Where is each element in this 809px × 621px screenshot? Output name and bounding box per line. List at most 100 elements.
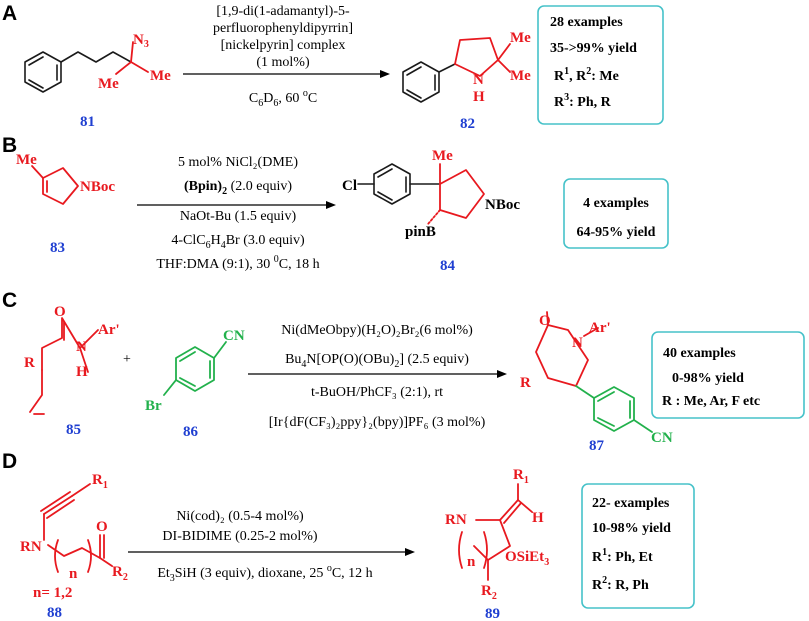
methyl-label: Me — [432, 148, 453, 164]
panel-a: A N3 Me Me 81 [1,9-di(1-adamantyl)-5- pe… — [2, 2, 664, 132]
scope-box-c — [651, 331, 805, 419]
compound-number-84: 84 — [440, 258, 456, 274]
aromatic-bond — [28, 79, 44, 89]
arrowhead-c — [497, 370, 507, 378]
panel-d-product-structure — [458, 483, 533, 581]
scope-substituents: R1, R2: Me — [554, 66, 619, 84]
condition-line: THF:DMA (9:1), 30 0C, 18 h — [156, 254, 319, 272]
aromatic-bond — [597, 417, 615, 427]
condition-line: [nickelpyrin] complex — [221, 38, 346, 53]
r-group-label: R — [24, 355, 35, 371]
hydrogen-label: H — [532, 510, 544, 526]
n-label: n — [69, 566, 78, 582]
chloro-label: Cl — [342, 178, 357, 194]
n-equals-label: n= 1,2 — [33, 585, 72, 601]
benzonitrile-ring-86 — [175, 346, 215, 392]
condition-line: perfluorophenyldipyrrin] — [213, 21, 353, 36]
nitrogen-label: N — [473, 72, 484, 88]
pinb-label: pinB — [405, 224, 436, 240]
condition-line: (1 mol%) — [256, 55, 310, 70]
alkyne-bond — [71, 483, 91, 497]
r1-label: R1 — [92, 472, 108, 491]
hydrogen-label: H — [76, 364, 88, 380]
aryl-bond — [79, 329, 99, 349]
condition-line: Ni(dMeObpy)(H₂O)₂Br₂(6 mol%) — [281, 323, 473, 338]
nitrogen-label: N — [76, 339, 87, 355]
pyrrolidine-ring-82 — [454, 37, 499, 77]
boryl-bond — [427, 209, 441, 225]
aromatic-bond — [406, 66, 422, 76]
oxygen-label: O — [539, 313, 551, 329]
scope-substituents: R : Me, Ar, F etc — [662, 394, 760, 409]
nitrile-label: CN — [223, 328, 245, 344]
bracket — [54, 539, 59, 573]
scope-yield: 64-95% yield — [577, 225, 656, 240]
bromo-bond — [163, 379, 177, 396]
scope-substituents: R1: Ph, Et — [592, 547, 653, 565]
bracket — [483, 531, 488, 569]
amide-chain-85 — [41, 317, 89, 373]
exocyclic-alkene — [499, 499, 519, 521]
panel-a-reactant-structure — [24, 41, 149, 93]
aryl-label: Ar' — [98, 322, 120, 338]
nboc-label: NBoc — [80, 179, 115, 195]
condition-line: Bu4N[OP(O)(OBu)2] (2.5 equiv) — [285, 352, 469, 370]
methyl-bond — [497, 43, 511, 61]
scope-examples: 28 examples — [550, 15, 623, 30]
methyl-bond — [115, 61, 132, 75]
condition-line: t-BuOH/PhCF₃ (2:1), rt — [311, 385, 443, 400]
compound-number-85: 85 — [66, 422, 81, 438]
arrowhead-b — [326, 201, 336, 209]
dihydropyrrole-ring-83 — [42, 167, 79, 205]
condition-line: 5 mol% NiCl₂(DME) — [178, 155, 298, 170]
chlorophenyl-ring-84 — [373, 163, 411, 205]
panel-b-product-structure — [357, 163, 485, 225]
aromatic-bond — [597, 391, 615, 402]
heterocycle-ring-89 — [473, 519, 511, 561]
allyl-chain-85 — [29, 369, 43, 413]
hydrogen-label: H — [473, 89, 485, 105]
panel-c-reactant-1-structure — [29, 317, 99, 415]
scope-box-d — [581, 483, 695, 609]
condition-line: 4-ClC6H4Br (3.0 equiv) — [171, 233, 305, 251]
methyl-bond — [130, 61, 149, 73]
alkyne-bond — [46, 499, 75, 519]
scope-examples: 22- examples — [592, 496, 670, 511]
nitrogen-label: N — [572, 335, 583, 351]
r2-label: R2 — [112, 564, 128, 583]
condition-line: Et3SiH (3 equiv), dioxane, 25 oC, 12 h — [157, 563, 372, 584]
panel-c-reactant-2-structure — [163, 341, 227, 396]
aryl-label: Ar' — [589, 320, 611, 336]
aryl-bond — [583, 327, 599, 337]
methyl-label: Me — [510, 68, 531, 84]
bromo-label: Br — [145, 398, 162, 414]
aromatic-bond — [406, 89, 422, 99]
compound-number-82: 82 — [460, 116, 475, 132]
alkyne-bond — [43, 495, 73, 515]
pyrrolidine-ring-84 — [439, 169, 485, 219]
condition-line: DI-BIDIME (0.25-2 mol%) — [162, 529, 317, 544]
scope-box-b — [563, 178, 669, 249]
panel-d-letter: D — [2, 450, 17, 473]
aromatic-bond — [377, 191, 393, 201]
r1-label: R1 — [513, 467, 529, 486]
arrowhead-d — [405, 548, 415, 556]
r-group-label: R — [520, 375, 531, 391]
condition-line: Ni(cod)₂ (0.5-4 mol%) — [176, 509, 304, 524]
oxygen-label: O — [54, 304, 66, 320]
panel-b-reactant-structure — [31, 165, 79, 205]
benzene-ring-81 — [24, 51, 62, 93]
exocyclic-alkene — [503, 502, 522, 524]
benzyl-bond — [575, 385, 595, 399]
scope-substituents: R3: Ph, R — [554, 92, 612, 110]
scope-substituents: R2: R, Ph — [592, 575, 649, 593]
benzonitrile-ring-87 — [593, 386, 635, 432]
panel-b-letter: B — [2, 134, 17, 157]
panel-c: C O N H Ar' R 85 + CN Br 86 Ni(dMeObpy)(… — [2, 289, 805, 454]
scope-examples: 4 examples — [583, 196, 649, 211]
condition-line: NaOt-Bu (1.5 equiv) — [180, 209, 297, 224]
nitrile-bond — [213, 341, 227, 359]
plus-sign: + — [123, 352, 131, 367]
nitrile-label: CN — [651, 430, 673, 446]
